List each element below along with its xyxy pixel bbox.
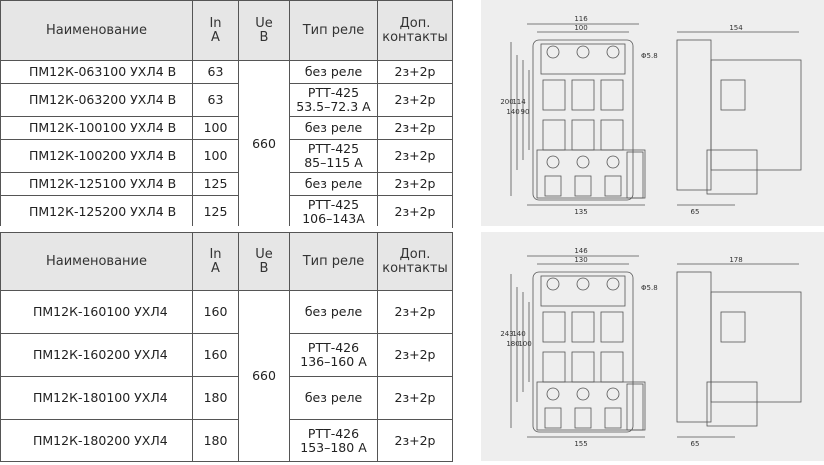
dim-top-inner: 130	[574, 256, 587, 264]
header-name: Наименование	[0, 232, 193, 291]
table-row: ПМ12К-063100 УХЛ4 В 63 660 без реле 2з+2…	[0, 60, 453, 228]
row-name: ПМ12К-180100 УХЛ4	[0, 376, 193, 420]
header-in: In A	[192, 0, 239, 61]
header-contacts: Доп. контакты	[377, 0, 453, 61]
row-in: 100	[192, 116, 239, 140]
row-relay: без реле	[289, 60, 378, 84]
row-in: 160	[192, 333, 239, 377]
header-name: Наименование	[0, 0, 193, 61]
dim-bottom-side: 65	[691, 440, 700, 448]
row-in: 125	[192, 172, 239, 196]
row-name: ПМ12К-100100 УХЛ4 В	[0, 116, 193, 140]
table-row: ПМ12К-100100 УХЛ4 В 100 без реле 2з+2р	[0, 116, 453, 140]
header-in: In A	[192, 232, 239, 291]
table-row: ПМ12К-180200 УХЛ4 180 РТТ-426 153–180 А …	[0, 419, 453, 462]
row-name: ПМ12К-160100 УХЛ4	[0, 290, 193, 334]
dim-bottom-front: 135	[574, 208, 587, 216]
row-in: 180	[192, 376, 239, 420]
row-contacts: 2з+2р	[377, 419, 453, 462]
row-contacts: 2з+2р	[377, 83, 453, 117]
row-relay: без реле	[289, 376, 378, 420]
spec-table-1: Наименование In A Ue B Тип реле Доп. кон…	[0, 0, 453, 228]
header-ue: Ue B	[238, 232, 290, 291]
row-in: 63	[192, 83, 239, 117]
dim-h3: 140	[512, 330, 525, 338]
row-in: 180	[192, 419, 239, 462]
row-contacts: 2з+2р	[377, 60, 453, 84]
dim-h2: 140	[506, 108, 519, 116]
row-contacts: 2з+2р	[377, 333, 453, 377]
row-name: ПМ12К-100200 УХЛ4 В	[0, 139, 193, 173]
row-contacts: 2з+2р	[377, 139, 453, 173]
row-relay: РТТ-425 53.5–72.3 А	[289, 83, 378, 117]
row-name: ПМ12К-125200 УХЛ4 В	[0, 195, 193, 228]
table-row: ПМ12К-125200 УХЛ4 В 125 РТТ-425 106–143А…	[0, 195, 453, 228]
row-relay: без реле	[289, 172, 378, 196]
row-relay: РТТ-426 153–180 А	[289, 419, 378, 462]
dim-bottom-side: 65	[691, 208, 700, 216]
table-header-row: Наименование In A Ue B Тип реле Доп. кон…	[0, 0, 453, 61]
dim-side-top: 154	[729, 24, 743, 32]
row-relay: РТТ-425 85–115 А	[289, 139, 378, 173]
header-relay: Тип реле	[289, 232, 378, 291]
row-contacts: 2з+2р	[377, 172, 453, 196]
dimension-drawing-2: 146 130 155 178 65 Φ5.8 243 180 140 100	[481, 232, 824, 461]
dim-h4: 100	[518, 340, 531, 348]
dim-h2: 180	[506, 340, 519, 348]
table-row: ПМ12К-063200 УХЛ4 В 63 РТТ-425 53.5–72.3…	[0, 83, 453, 117]
table-row: ПМ12К-180100 УХЛ4 180 без реле 2з+2р	[0, 376, 453, 420]
contactor-drawing-svg: 116 100 135 154 65 Φ5.8 200 140 114 90	[500, 15, 802, 216]
ue-value: 660	[238, 60, 290, 228]
row-in: 63	[192, 60, 239, 84]
dim-hole: Φ5.8	[641, 52, 658, 60]
dim-top-inner: 100	[574, 24, 587, 32]
contactor-drawing-svg: 146 130 155 178 65 Φ5.8 243 180 140 100	[500, 247, 802, 448]
table-header-row: Наименование In A Ue B Тип реле Доп. кон…	[0, 232, 453, 291]
row-contacts: 2з+2р	[377, 376, 453, 420]
row-relay: РТТ-425 106–143А	[289, 195, 378, 228]
row-in: 160	[192, 290, 239, 334]
row-name: ПМ12К-063200 УХЛ4 В	[0, 83, 193, 117]
header-contacts: Доп. контакты	[377, 232, 453, 291]
table-row: ПМ12К-125100 УХЛ4 В 125 без реле 2з+2р	[0, 172, 453, 196]
header-relay: Тип реле	[289, 0, 378, 61]
dim-h3: 114	[512, 98, 526, 106]
dim-top-outer: 116	[574, 15, 588, 23]
dim-top-outer: 146	[574, 247, 588, 255]
ue-value: 660	[238, 290, 290, 462]
row-contacts: 2з+2р	[377, 290, 453, 334]
table-row: ПМ12К-100200 УХЛ4 В 100 РТТ-425 85–115 А…	[0, 139, 453, 173]
dim-hole: Φ5.8	[641, 284, 658, 292]
row-name: ПМ12К-125100 УХЛ4 В	[0, 172, 193, 196]
row-name: ПМ12К-180200 УХЛ4	[0, 419, 193, 462]
row-relay: РТТ-426 136–160 А	[289, 333, 378, 377]
row-in: 125	[192, 195, 239, 228]
table-row: ПМ12К-160200 УХЛ4 160 РТТ-426 136–160 А …	[0, 333, 453, 377]
table-row: ПМ12К-160100 УХЛ4 160 660 без реле 2з+2р	[0, 290, 453, 462]
row-contacts: 2з+2р	[377, 195, 453, 228]
dim-bottom-front: 155	[574, 440, 587, 448]
row-relay: без реле	[289, 116, 378, 140]
header-ue: Ue B	[238, 0, 290, 61]
row-contacts: 2з+2р	[377, 116, 453, 140]
dim-h1: 200	[500, 98, 513, 106]
dim-h1: 243	[500, 330, 513, 338]
row-name: ПМ12К-063100 УХЛ4 В	[0, 60, 193, 84]
dimension-drawing-1: 116 100 135 154 65 Φ5.8 200 140 114 90	[481, 0, 824, 226]
row-relay: без реле	[289, 290, 378, 334]
dim-side-top: 178	[729, 256, 742, 264]
dim-h4: 90	[521, 108, 530, 116]
table-separator	[0, 226, 452, 232]
spec-table-2: Наименование In A Ue B Тип реле Доп. кон…	[0, 232, 453, 462]
row-in: 100	[192, 139, 239, 173]
row-name: ПМ12К-160200 УХЛ4	[0, 333, 193, 377]
